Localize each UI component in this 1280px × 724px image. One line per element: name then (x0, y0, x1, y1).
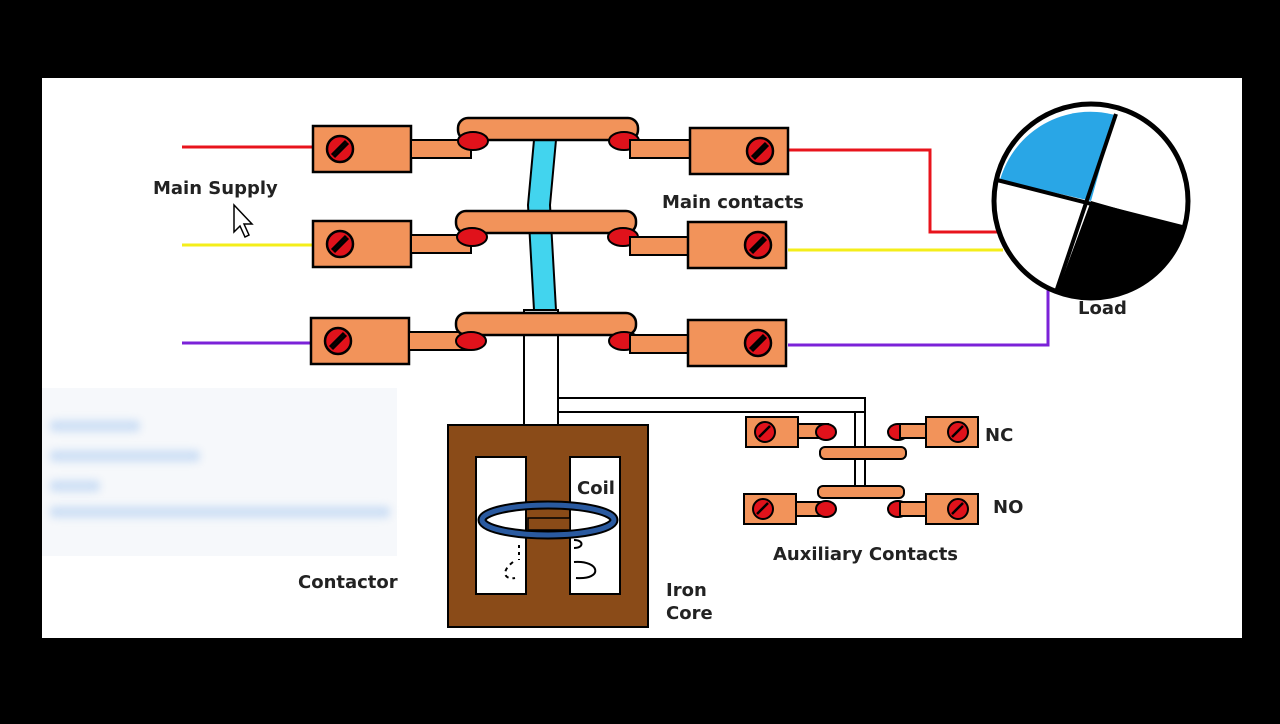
screw-terminal-icon (745, 136, 775, 166)
main-contact-row-1 (311, 116, 790, 176)
iron-core-label-line1: Iron (666, 580, 707, 601)
load-wire-phase-1 (788, 148, 1000, 234)
screw-terminal-icon (325, 134, 355, 164)
blurred-overlay (42, 388, 397, 556)
contactor-label: Contactor (298, 572, 398, 593)
mouse-pointer-icon (233, 203, 254, 239)
main-contact-row-3 (309, 311, 788, 368)
main-supply-label: Main Supply (153, 178, 278, 199)
nc-label: NC (985, 425, 1014, 446)
aux-link-bar (557, 397, 866, 413)
iron-core-label-line2: Core (666, 603, 713, 624)
coil-label: Coil (577, 478, 615, 499)
screw-terminal-icon (743, 230, 773, 260)
load-wire-phase-3 (788, 285, 1050, 347)
screw-terminal-icon (323, 326, 353, 356)
load-label: Load (1078, 298, 1127, 319)
iron-core (447, 424, 649, 628)
no-label: NO (993, 497, 1024, 518)
aux-contact-nc (745, 416, 979, 460)
main-contact-row-2 (311, 209, 788, 270)
load-icon (991, 101, 1191, 301)
screw-terminal-icon (325, 229, 355, 259)
aux-contact-no (743, 485, 979, 525)
main-contacts-label: Main contacts (662, 192, 804, 213)
coil-icon (477, 500, 619, 540)
screw-terminal-icon (743, 328, 773, 358)
auxiliary-contacts-label: Auxiliary Contacts (773, 544, 959, 565)
